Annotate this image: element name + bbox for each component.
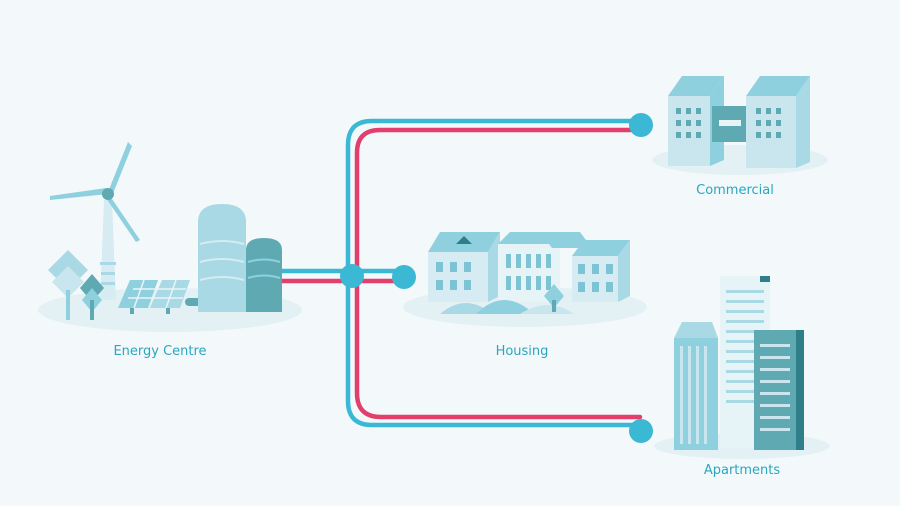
- apartments-node: [629, 419, 653, 443]
- energy-centre-label: Energy Centre: [113, 344, 207, 359]
- housing-node: [392, 265, 416, 289]
- pipe-nodes: [340, 113, 653, 443]
- return-pipe-apartments: [354, 273, 643, 420]
- pipes: [279, 118, 643, 428]
- commercial-label: Commercial: [696, 183, 774, 198]
- flow-pipe-commercial: [345, 118, 643, 279]
- return-pipe-commercial: [354, 127, 643, 279]
- office-building-icon: [746, 76, 810, 168]
- energy-centre: [48, 142, 282, 320]
- boiler-icon: [246, 238, 282, 312]
- tower-icon: [754, 330, 804, 450]
- apartments-label: Apartments: [703, 463, 781, 478]
- house-icon: [498, 232, 592, 302]
- tree-icon: [48, 250, 88, 320]
- skybridge-icon: [712, 106, 748, 142]
- house-icon: [572, 240, 630, 302]
- tree-icon: [544, 284, 564, 312]
- wind-turbine-icon: [50, 142, 140, 300]
- junction-node: [340, 264, 364, 288]
- tree-icon: [80, 274, 104, 320]
- hill-icon: [440, 300, 574, 314]
- thermal-store-icon: [198, 204, 246, 312]
- solar-panel-icon: [118, 279, 201, 314]
- commercial: [668, 76, 810, 168]
- apartments: [674, 276, 804, 450]
- commercial-node: [629, 113, 653, 137]
- flow-pipe-apartments: [345, 273, 643, 428]
- tower-icon: [674, 322, 718, 450]
- office-building-icon: [668, 76, 724, 166]
- housing: [428, 232, 630, 314]
- house-icon: [428, 232, 500, 302]
- housing-label: Housing: [495, 344, 549, 359]
